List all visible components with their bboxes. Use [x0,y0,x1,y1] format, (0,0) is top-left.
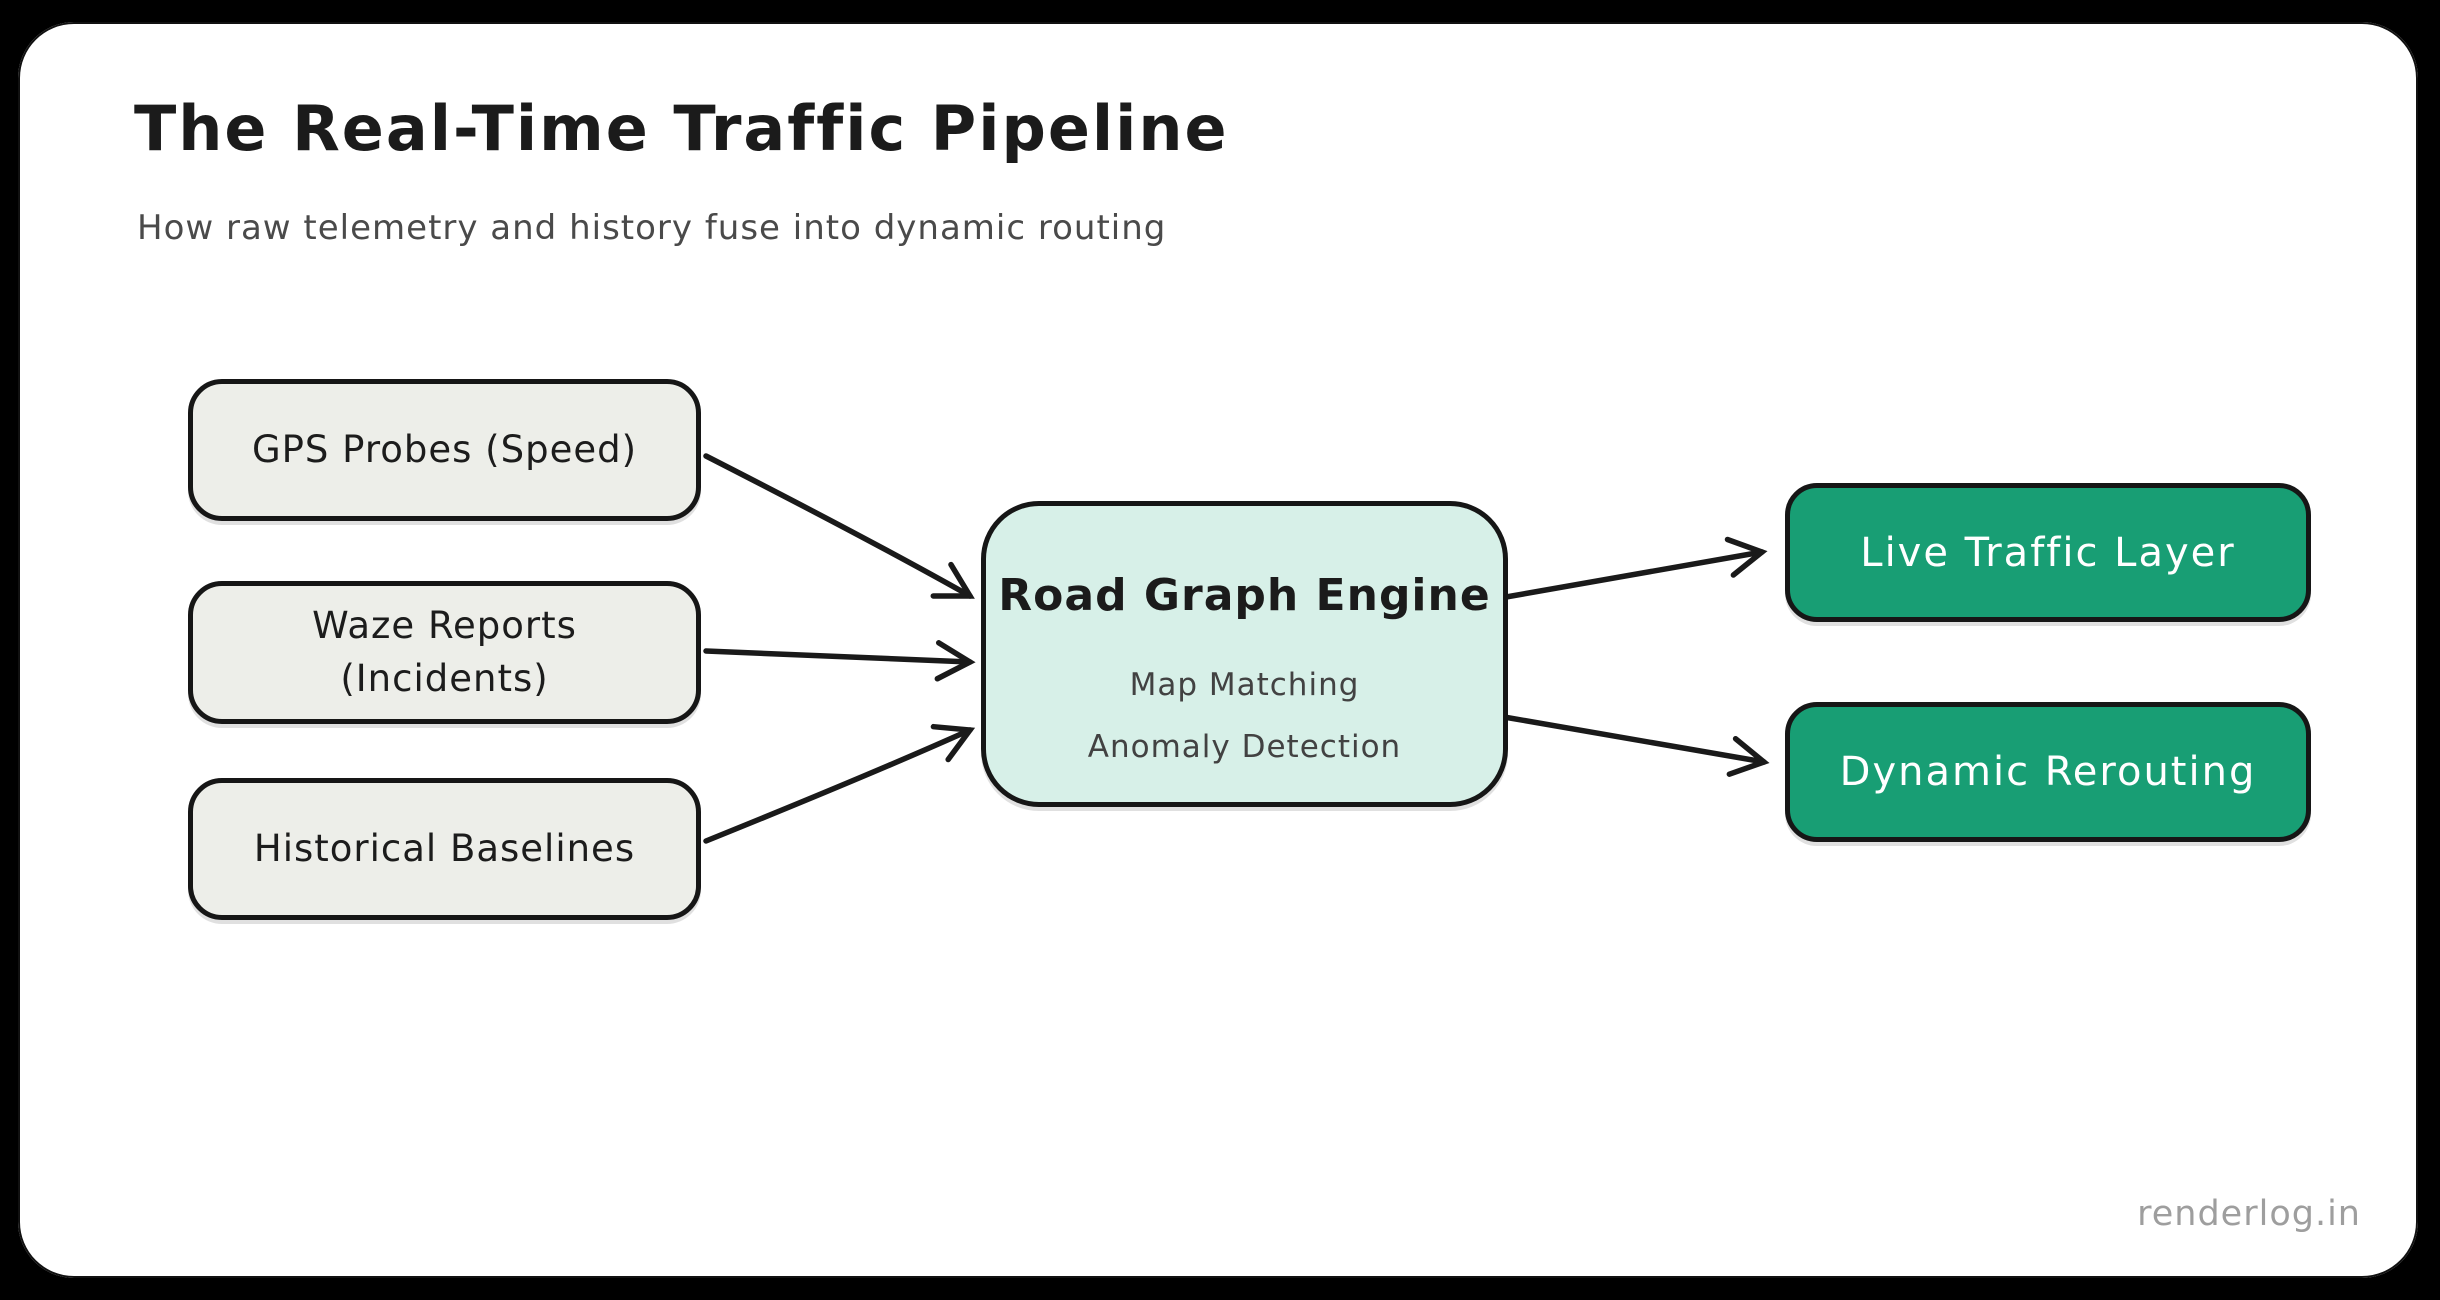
node-label-line1: Waze Reports [312,603,577,647]
watermark: renderlog.in [2137,1194,2361,1234]
engine-feature-anomaly-detection: Anomaly Detection [1087,729,1402,765]
engine-feature-map-matching: Map Matching [1129,667,1360,703]
engine-title: Road Graph Engine [998,570,1491,621]
node-label-line2: (Incidents) [340,656,549,700]
node-label: Live Traffic Layer [1860,529,2236,576]
node-label: Historical Baselines [253,826,636,870]
node-live-traffic-layer: Live Traffic Layer [1785,483,2311,622]
node-waze-reports: Waze Reports (Incidents) [188,581,701,724]
node-gps-probes: GPS Probes (Speed) [188,379,701,521]
page-subtitle: How raw telemetry and history fuse into … [137,208,1167,248]
node-label: Dynamic Rerouting [1839,749,2257,795]
node-label: GPS Probes (Speed) [251,427,638,471]
node-historical-baselines: Historical Baselines [188,778,701,920]
node-road-graph-engine: Road Graph Engine Map Matching Anomaly D… [981,501,1508,807]
page-title: The Real-Time Traffic Pipeline [134,92,1229,165]
node-dynamic-rerouting: Dynamic Rerouting [1785,702,2311,842]
